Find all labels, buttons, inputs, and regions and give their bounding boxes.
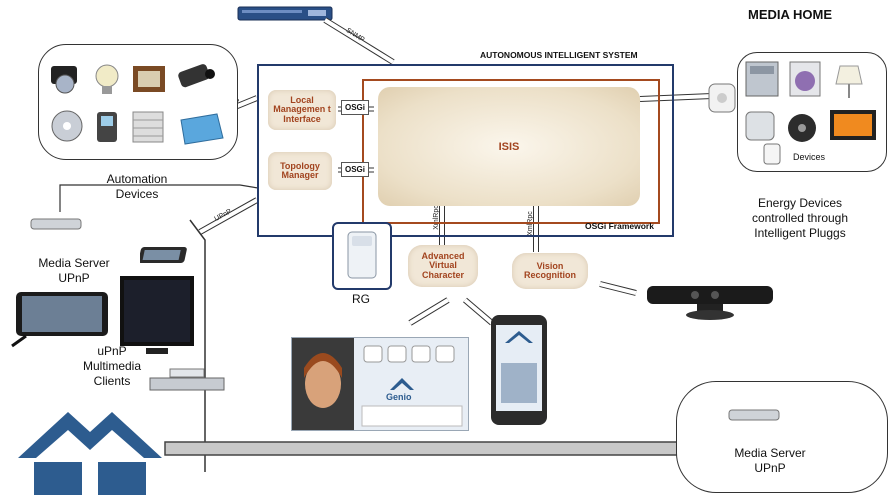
automation-devices-label: Automation Devices — [106, 172, 168, 201]
flat-tv-icon — [120, 276, 194, 354]
residential-gateway-box — [332, 222, 392, 290]
genio-app-window: Genio — [291, 337, 469, 431]
media-server-icon — [30, 218, 82, 230]
portable-media-player-icon — [11, 292, 108, 348]
local-management-interface: Local Managemen t Interface — [268, 90, 336, 130]
set-top-box-icon — [149, 368, 225, 391]
topology-manager: Topology Manager — [268, 152, 332, 190]
isis-label: ISIS — [498, 140, 520, 153]
remote-media-server-panel — [676, 381, 888, 493]
osgi-tag-bottom: OSGi — [341, 162, 369, 177]
media-home-title: MEDIA HOME — [748, 7, 833, 22]
camera-cd-icon — [51, 66, 77, 94]
energy-devices-label: Energy Devices controlled through Intell… — [751, 196, 849, 240]
fan-icon — [788, 114, 816, 142]
media-server-right-label: Media Server UPnP — [734, 446, 806, 475]
osgi-framework-label: OSGi Framework — [585, 221, 654, 231]
automation-devices-icons — [51, 64, 224, 145]
system-title: AUTONOMOUS INTELLIGENT SYSTEM — [480, 50, 638, 60]
home-icon — [18, 412, 162, 495]
upnp-clients-label: uPnP Multimedia Clients — [82, 344, 142, 388]
advanced-virtual-character: Advanced Virtual Character — [408, 245, 478, 287]
media-server-left-label: Media Server UPnP — [38, 256, 110, 285]
energy-devices-icons — [745, 61, 876, 165]
toaster-icon — [745, 111, 775, 141]
monitor-icon — [830, 110, 876, 140]
light-bulb-icon — [95, 64, 119, 94]
disc-icon — [51, 110, 83, 142]
garage-door-icon — [132, 111, 164, 143]
lamp-icon — [835, 65, 863, 98]
thermostat-icon — [97, 112, 117, 142]
snmp-arrow — [323, 17, 395, 65]
virtual-character-avatar — [292, 338, 463, 430]
network-switch-icon — [237, 6, 333, 21]
security-camera-icon — [178, 64, 215, 88]
router-icon — [347, 231, 377, 279]
pool-icon — [180, 113, 224, 145]
devices-label: Devices — [793, 152, 826, 162]
rg-label: RG — [352, 292, 370, 306]
autonomous-system-box — [257, 64, 674, 237]
osgi-tag-top: OSGi — [341, 100, 369, 115]
genio-label: Genio — [386, 392, 412, 402]
kinect-sensor-icon — [647, 286, 773, 320]
washing-machine-icon — [789, 61, 821, 97]
osgi-framework-box — [362, 79, 660, 224]
smart-plug-icon — [763, 143, 781, 165]
media-server-right-icon — [728, 409, 780, 421]
vision-recognition: Vision Recognition — [512, 253, 588, 289]
intelligent-plug-icon — [708, 83, 736, 113]
smartphone-icon — [491, 315, 547, 425]
isis-block: ISIS — [378, 87, 640, 206]
dishwasher-icon — [745, 61, 779, 97]
tablet-icon — [140, 247, 187, 263]
picture-frame-icon — [133, 66, 165, 92]
